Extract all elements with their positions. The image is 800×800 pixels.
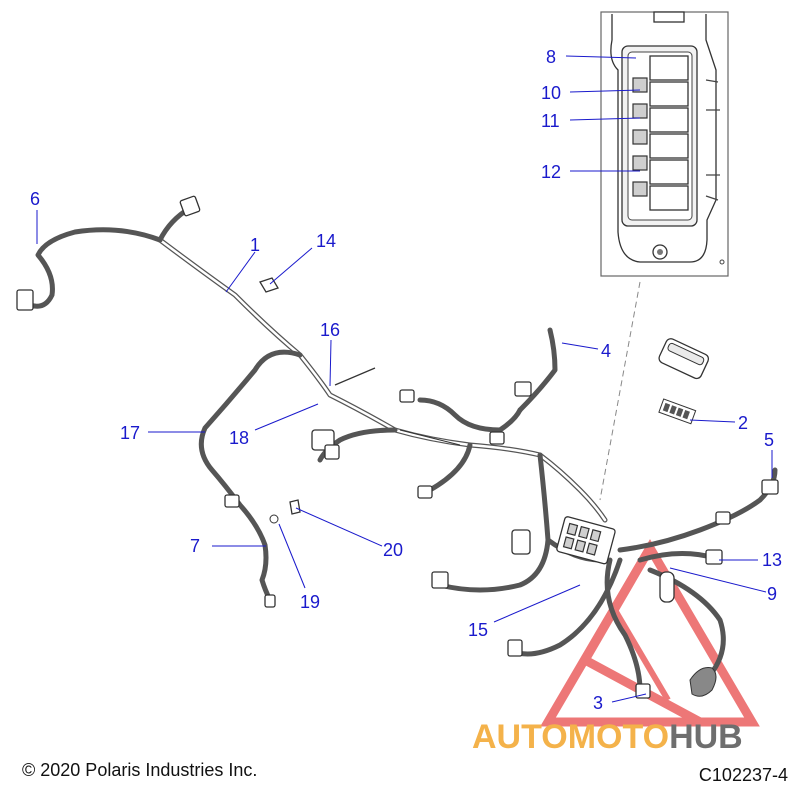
- callout-1: 1: [250, 235, 260, 255]
- connectors: [16, 195, 779, 699]
- callout-6: 6: [30, 189, 40, 209]
- inset-leader-dashed: [599, 281, 641, 501]
- callout-4: 4: [601, 341, 611, 361]
- callout-2: 2: [738, 413, 748, 433]
- leader-lines: [36, 55, 773, 703]
- callout-13: 13: [762, 550, 782, 570]
- main-harness: [27, 205, 778, 693]
- watermark-triangle-logo: [540, 539, 760, 727]
- callout-5: 5: [764, 430, 774, 450]
- callout-8: 8: [546, 47, 556, 67]
- callout-labels: 1 2 3 4 5 6 7 8 9 10 11 12 13 14 15 16 1…: [30, 47, 782, 713]
- diagram-reference-number: C102237-4: [698, 765, 788, 785]
- callout-19: 19: [300, 592, 320, 612]
- callout-18: 18: [229, 428, 249, 448]
- callout-10: 10: [541, 83, 561, 103]
- callout-11: 11: [541, 111, 560, 131]
- callout-20: 20: [383, 540, 403, 560]
- callout-14: 14: [316, 231, 336, 251]
- callout-9: 9: [767, 584, 777, 604]
- watermark-text-b: HUB: [669, 718, 743, 756]
- watermark-logo-text: AUTOMOTOHUB: [472, 718, 743, 757]
- fuse-box-inset: [600, 11, 729, 277]
- fuse-rows: [632, 55, 689, 211]
- callout-16: 16: [320, 320, 340, 340]
- callout-15: 15: [468, 620, 488, 640]
- callout-17: 17: [120, 423, 140, 443]
- callout-12: 12: [541, 162, 561, 182]
- watermark-text-a: AUTOMOTO: [472, 718, 670, 756]
- callout-7: 7: [190, 536, 200, 556]
- callout-3: 3: [593, 693, 603, 713]
- copyright-text: © 2020 Polaris Industries Inc.: [22, 760, 258, 780]
